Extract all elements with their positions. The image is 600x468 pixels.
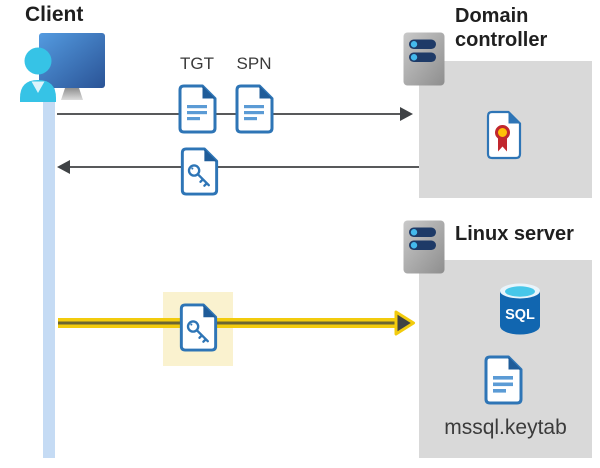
monitor-icon xyxy=(39,33,105,100)
sql-label: SQL xyxy=(505,307,535,323)
spn-label: SPN xyxy=(236,54,272,73)
certificate-icon xyxy=(486,110,522,160)
key-file-icon xyxy=(180,147,219,196)
request-arrow-head-icon xyxy=(400,107,413,121)
sql-database-icon: SQL xyxy=(500,283,540,335)
response-arrow-head-icon xyxy=(57,160,70,174)
request-arrow-line xyxy=(57,113,400,115)
client-lifeline xyxy=(43,86,55,458)
auth-key-file-icon xyxy=(179,303,218,352)
tgt-document-icon xyxy=(178,84,217,134)
response-arrow-line xyxy=(70,166,419,168)
user-icon xyxy=(20,47,56,102)
client-workstation-icon xyxy=(20,33,105,102)
linux-server-label: Linux server xyxy=(455,223,574,245)
spn-document-icon xyxy=(235,84,274,134)
tgt-label: TGT xyxy=(180,54,214,73)
keytab-file-icon xyxy=(484,355,523,405)
keytab-label: mssql.keytab xyxy=(444,416,567,439)
auth-arrow-head-icon xyxy=(394,310,415,336)
domain-controller-server-icon xyxy=(403,32,445,86)
client-label: Client xyxy=(25,3,84,26)
auth-arrow-band xyxy=(58,318,396,328)
domain-controller-label: Domain controller xyxy=(455,5,548,51)
linux-server-icon xyxy=(403,220,445,274)
